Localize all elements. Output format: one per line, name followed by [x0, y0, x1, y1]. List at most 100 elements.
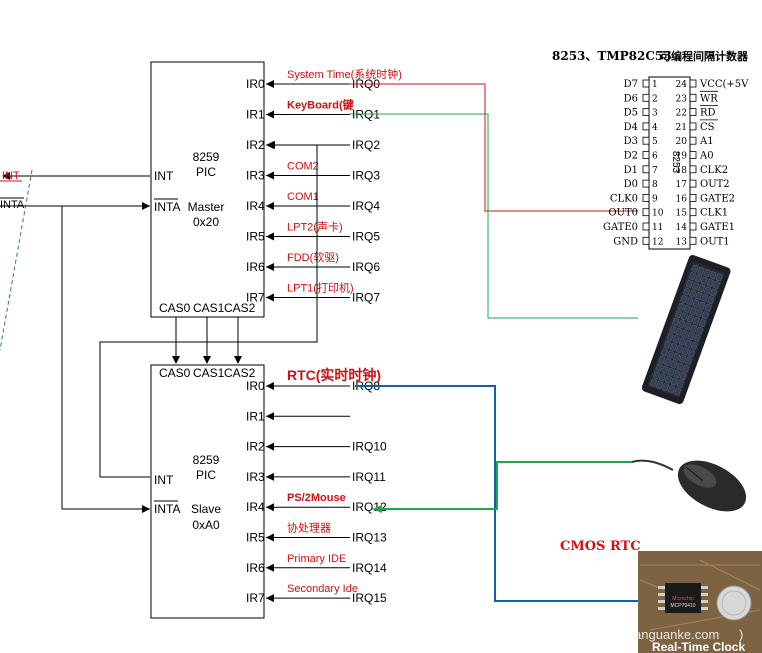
master-ir4-label: IR4	[246, 199, 265, 213]
rtc-chip-icon	[665, 583, 701, 613]
timer-right-pin-6-box	[689, 165, 697, 174]
timer-center-label: 8253	[670, 151, 681, 174]
timer-right-pin-7-num: 17	[676, 180, 688, 190]
timer-left-pin-9-num: 10	[652, 209, 664, 219]
master-irq2-label: IRQ2	[352, 138, 380, 152]
slave-int-pin: INT	[154, 473, 174, 487]
timer-left-pin-3-name: D4	[624, 122, 638, 133]
timer-left-pin-7-name: D0	[624, 179, 638, 190]
timer-left-pin-9-name: OUT0	[608, 208, 638, 219]
cmos-rtc-label: CMOS RTC	[560, 539, 641, 554]
timer-right-pin-11-num: 13	[676, 237, 688, 247]
slave-ir1-arrow	[266, 412, 274, 421]
slave-cas2: CAS2	[224, 366, 256, 380]
slave-irq6-label: IRQ14	[352, 561, 387, 575]
master-ir7-label: IR7	[246, 291, 265, 305]
timer-right-pin-3-name: CS	[700, 122, 715, 133]
mouse-irq12-wire	[380, 461, 632, 510]
timer-left-pin-3-box	[642, 122, 650, 131]
timer-left-pin-11-box	[642, 236, 650, 245]
timer-left-pin-0-num: 1	[652, 80, 658, 90]
master-cas2: CAS2	[224, 301, 256, 315]
timer-right-pin-0-box	[689, 79, 697, 88]
timer-right-pin-6-num: 18	[676, 166, 688, 176]
slave-irq7-label: IRQ15	[352, 591, 387, 605]
slave-ir3-arrow	[266, 472, 274, 481]
slave-ir4-arrow	[266, 503, 274, 512]
slave-device4-label: PS/2Mouse	[287, 492, 346, 504]
master-pic-box	[150, 61, 265, 318]
timer-left-pin-0-box	[642, 79, 650, 88]
timer-left-pin-4-num: 5	[652, 137, 658, 147]
slave-ir2-arrow	[266, 442, 274, 451]
cas-bus	[175, 317, 239, 358]
cascade-wire	[99, 144, 318, 478]
slave-ir5-arrow	[266, 533, 274, 542]
timer-left-pin-1-num: 2	[652, 94, 658, 104]
master-addr-label: 0x20	[193, 215, 219, 229]
timer-right-pin-3-num: 21	[676, 123, 687, 133]
master-device4-label: COM1	[287, 191, 319, 203]
slave-ir6-arrow	[266, 563, 274, 572]
master-chip-label: 8259	[193, 150, 220, 164]
timer-left-pin-8-name: CLK0	[610, 193, 638, 204]
master-irq7-label: IRQ7	[352, 291, 380, 305]
slave-inta-pin: INTA	[154, 502, 180, 516]
slave-type-label: PIC	[196, 468, 216, 482]
slave-device7-label: Secondary Ide	[287, 583, 358, 595]
master-inta-pin: INTA	[154, 200, 180, 214]
timer-left-pin-4-name: D3	[624, 136, 638, 147]
timer-right-pin-1-name: WR	[700, 93, 718, 104]
timer-left-pin-6-box	[642, 165, 650, 174]
slave-ir7-label: IR7	[246, 591, 265, 605]
timer-right-pin-0-num: 24	[676, 80, 688, 90]
timer-subtitle: 可编程间隔计数器	[660, 49, 749, 63]
mouse-icon	[631, 459, 747, 512]
timer-left-pin-11-num: 12	[652, 237, 663, 247]
slave-device0-label: RTC(实时时钟)	[287, 367, 381, 383]
slave-ir5-label: IR5	[246, 531, 265, 545]
timer-right-pin-1-num: 23	[676, 94, 688, 104]
master-ir0-label: IR0	[246, 77, 265, 91]
timer-right-pin-7-name: OUT2	[700, 179, 730, 190]
cas-arrows	[172, 356, 242, 364]
timer-right-pin-4-num: 20	[676, 137, 688, 147]
master-ir5-arrow	[266, 232, 274, 241]
timer-left-pin-6-name: D1	[624, 165, 638, 176]
timer-left-pin-10-num: 11	[652, 223, 663, 233]
timer-right-pin-5-box	[689, 151, 697, 159]
slave-ir0-arrow	[266, 382, 274, 390]
master-cas1: CAS1	[193, 301, 225, 315]
timer-right-pin-2-box	[689, 108, 697, 116]
master-role-label: Master	[188, 200, 225, 214]
master-irq3-label: IRQ3	[352, 169, 380, 183]
rtc-watermark: anguanke.com	[634, 627, 719, 642]
slave-cas0: CAS0	[159, 366, 191, 380]
slave-device6-label: Primary IDE	[287, 553, 346, 565]
keyboard-icon	[641, 255, 731, 405]
timer-right-pin-5-name: A0	[699, 151, 714, 162]
rtc-photo: Microchip MCP79410 anguanke.com ) Real-T…	[634, 551, 762, 653]
timer-left-pin-2-num: 3	[652, 109, 658, 119]
slave-cas1: CAS1	[193, 366, 225, 380]
master-ir3-arrow	[266, 171, 274, 180]
slave-chip-label: 8259	[193, 453, 220, 467]
timer-right-pin-10-num: 14	[676, 223, 688, 233]
timer-title: 8253、TMP82C53	[552, 49, 672, 63]
master-irq4-label: IRQ4	[352, 199, 380, 213]
svg-text:): )	[739, 627, 743, 642]
timer-left-pin-8-box	[642, 193, 650, 202]
master-ir6-arrow	[266, 263, 274, 271]
timer-right-pin-4-name: A1	[699, 136, 714, 147]
slave-ir3-label: IR3	[246, 470, 265, 484]
timer-right-pin-2-num: 22	[676, 109, 687, 119]
master-ir0-arrow	[266, 80, 274, 88]
timer-right-pin-7-box	[689, 179, 697, 188]
timer-left-pin-2-box	[642, 108, 650, 116]
timer-right-pin-9-name: CLK1	[700, 208, 728, 219]
master-device3-label: COM2	[287, 161, 319, 173]
master-ir7-arrow	[266, 293, 274, 302]
timer-left-pin-6-num: 7	[652, 166, 658, 176]
